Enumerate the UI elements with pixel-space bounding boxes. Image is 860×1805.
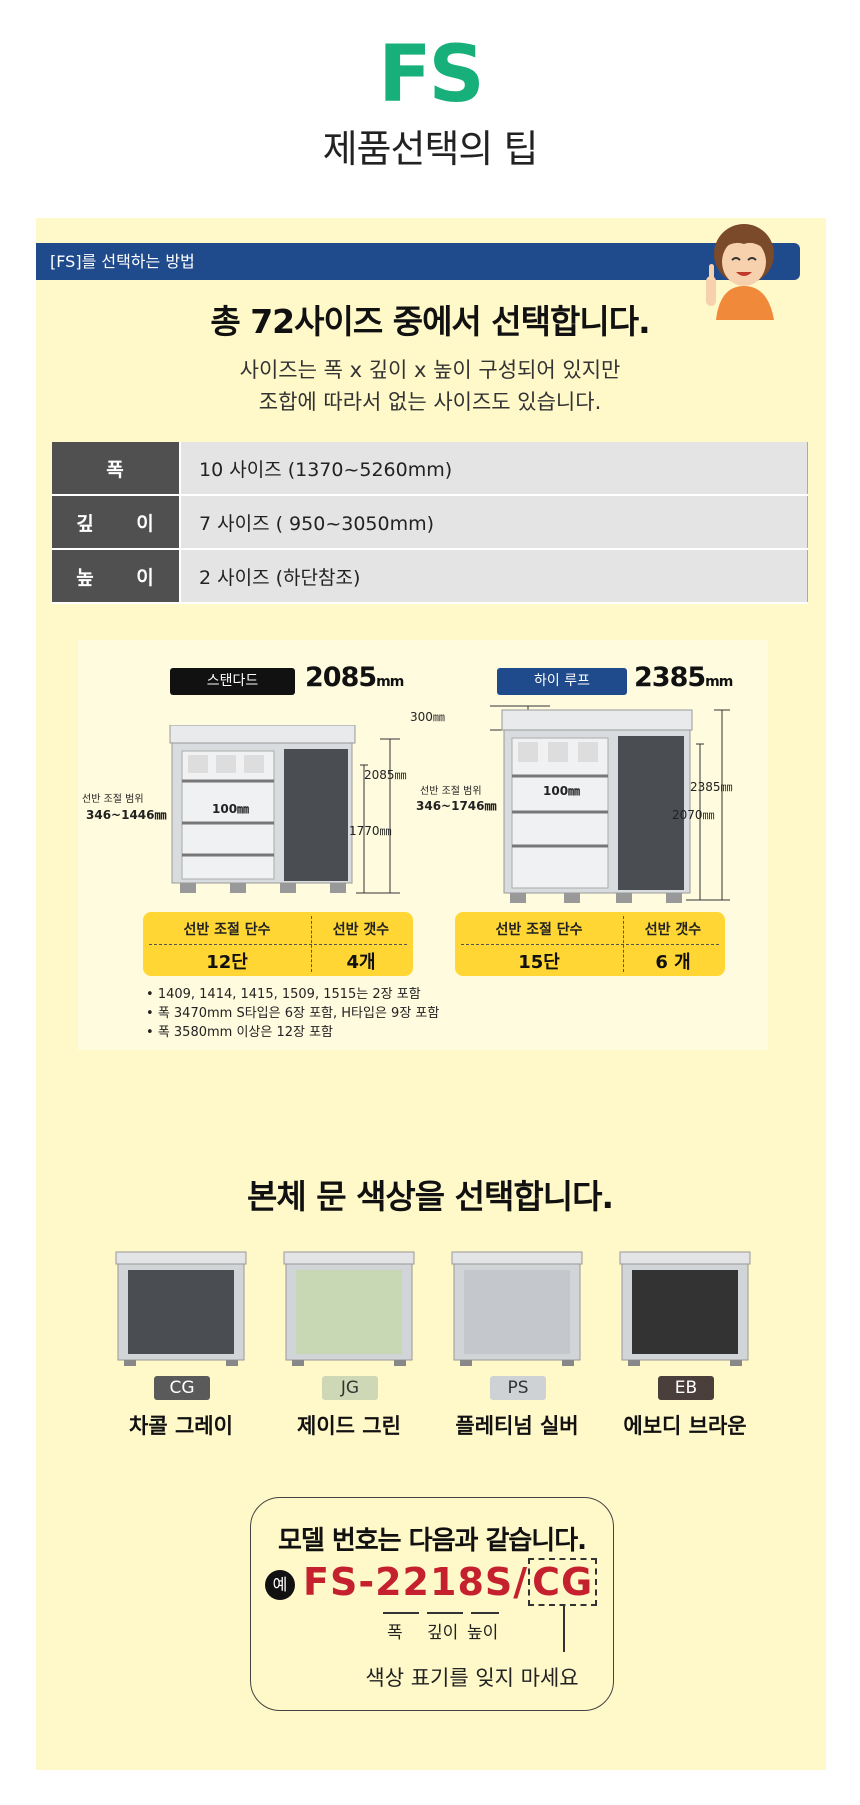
divider	[311, 916, 312, 972]
shed-thumbnail	[451, 1251, 583, 1366]
model-title: 모델 번호는 다음과 같습니다.	[277, 1526, 587, 1556]
table-row: 높 이 2 사이즈 (하단참조)	[52, 549, 808, 604]
note-text: 폭 3580mm 이상은 12장 포함	[157, 1025, 334, 1040]
standard-shelf-info: 선반 조절 단수 선반 갯수 12단 4개	[143, 912, 413, 976]
underline-width	[383, 1612, 419, 1614]
pointer-line	[563, 1606, 565, 1652]
shed-thumbnail	[115, 1251, 247, 1366]
table-row: 폭 10 사이즈 (1370~5260mm)	[52, 442, 808, 496]
highroof-count-value: 6 개	[655, 952, 691, 973]
highroof-roof-add: 300㎜	[410, 710, 445, 724]
highroof-height-unit: mm	[705, 674, 733, 690]
color-code-badge: PS	[490, 1376, 546, 1400]
color-name: 플레티넘 실버	[455, 1414, 579, 1438]
spec-key: 높 이	[52, 549, 180, 604]
model-number: FS-2218S/CG	[303, 1558, 598, 1606]
size-headline: 총 72사이즈 중에서 선택합니다.	[210, 302, 650, 341]
model-width-code: 22	[375, 1560, 430, 1604]
page-subtitle: 제품선택의 팁	[322, 127, 539, 171]
highroof-dim-inner: 2070㎜	[672, 808, 715, 822]
standard-dim-inner: 1770㎜	[349, 824, 392, 838]
brand-title: FS	[378, 30, 484, 120]
highroof-shelf-gap: 100㎜	[543, 784, 581, 798]
list-item: • 1409, 1414, 1415, 1509, 1515는 2장 포함	[146, 987, 421, 1002]
legend-height: 높이	[467, 1623, 499, 1643]
underline-height	[471, 1612, 499, 1614]
standard-range-value: 346~1446㎜	[86, 808, 167, 822]
color-headline: 본체 문 색상을 선택합니다.	[247, 1177, 614, 1216]
model-slash: /	[513, 1560, 529, 1604]
standard-steps-label: 선반 조절 단수	[183, 922, 271, 938]
standard-label: 스탠다드	[170, 668, 295, 695]
color-code-badge: CG	[154, 1376, 210, 1400]
shed-thumbnail	[283, 1251, 415, 1366]
divider	[623, 916, 624, 972]
legend-depth: 깊이	[427, 1623, 459, 1643]
color-note: 색상 표기를 잊지 마세요	[365, 1666, 579, 1690]
highroof-range-value: 346~1746㎜	[416, 799, 497, 813]
standard-height: 2085mm	[305, 662, 404, 693]
highroof-height-number: 2385	[634, 662, 706, 693]
spec-value: 2 사이즈 (하단참조)	[179, 549, 808, 604]
highroof-label: 하이 루프	[497, 668, 627, 695]
highroof-dim-total: 2385㎜	[690, 780, 733, 794]
size-spec-table: 폭 10 사이즈 (1370~5260mm) 깊 이 7 사이즈 ( 950~3…	[52, 442, 808, 604]
standard-shed-illustration	[169, 725, 400, 894]
divider	[149, 944, 407, 945]
size-desc-line1: 사이즈는 폭 x 깊이 x 높이 구성되어 있지만	[239, 358, 621, 382]
table-row: 깊 이 7 사이즈 ( 950~3050mm)	[52, 495, 808, 550]
color-code-badge: JG	[322, 1376, 378, 1400]
size-desc-line2: 조합에 따라서 없는 사이즈도 있습니다.	[258, 390, 602, 414]
spec-key: 깊 이	[52, 495, 180, 550]
highroof-count-label: 선반 갯수	[644, 922, 702, 938]
shed-thumbnail	[619, 1251, 751, 1366]
standard-count-value: 4개	[346, 952, 376, 973]
standard-count-label: 선반 갯수	[332, 922, 390, 938]
standard-shelf-gap: 100㎜	[212, 802, 250, 816]
color-name: 차콜 그레이	[129, 1414, 233, 1438]
highroof-shed-illustration	[490, 705, 730, 903]
divider	[461, 944, 719, 945]
highroof-steps-label: 선반 조절 단수	[495, 922, 583, 938]
model-depth-code: 18	[430, 1560, 485, 1604]
spec-value: 7 사이즈 ( 950~3050mm)	[179, 495, 808, 550]
model-height-code: S	[484, 1560, 514, 1604]
highroof-shelf-info: 선반 조절 단수 선반 갯수 15단 6 개	[455, 912, 725, 976]
highroof-height: 2385mm	[634, 662, 733, 693]
color-name: 에보디 브라운	[623, 1414, 747, 1438]
standard-steps-value: 12단	[206, 952, 248, 973]
standard-dim-total: 2085㎜	[364, 768, 407, 782]
example-badge: 예	[265, 1570, 295, 1600]
standard-range-label: 선반 조절 범위	[82, 794, 144, 805]
note-text: 1409, 1414, 1415, 1509, 1515는 2장 포함	[157, 987, 421, 1002]
legend-width: 폭	[387, 1623, 403, 1643]
standard-height-unit: mm	[376, 674, 404, 690]
shelf-notes: • 1409, 1414, 1415, 1509, 1515는 2장 포함 • …	[146, 985, 439, 1042]
highroof-steps-value: 15단	[518, 952, 560, 973]
mascot-illustration	[706, 224, 774, 320]
model-color-code: CG	[528, 1558, 598, 1606]
note-text: 폭 3470mm S타입은 6장 포함, H타입은 9장 포함	[157, 1006, 440, 1021]
color-code-badge: EB	[658, 1376, 714, 1400]
model-number-box: 모델 번호는 다음과 같습니다. 예 FS-2218S/CG 폭 깊이 높이 색…	[250, 1497, 614, 1711]
section-bar: [FS]를 선택하는 방법	[36, 243, 800, 280]
model-prefix: FS-	[303, 1560, 376, 1604]
color-swatches: CG 차콜 그레이 JG 제이드 그린 PS 플레티넘 실버 EB	[114, 1250, 754, 1450]
spec-key: 폭	[52, 442, 180, 496]
list-item: • 폭 3580mm 이상은 12장 포함	[146, 1025, 334, 1040]
underline-depth	[427, 1612, 463, 1614]
standard-height-number: 2085	[305, 662, 377, 693]
spec-value: 10 사이즈 (1370~5260mm)	[179, 442, 808, 496]
color-name: 제이드 그린	[297, 1414, 401, 1438]
list-item: • 폭 3470mm S타입은 6장 포함, H타입은 9장 포함	[146, 1006, 440, 1021]
highroof-range-label: 선반 조절 범위	[420, 786, 482, 797]
